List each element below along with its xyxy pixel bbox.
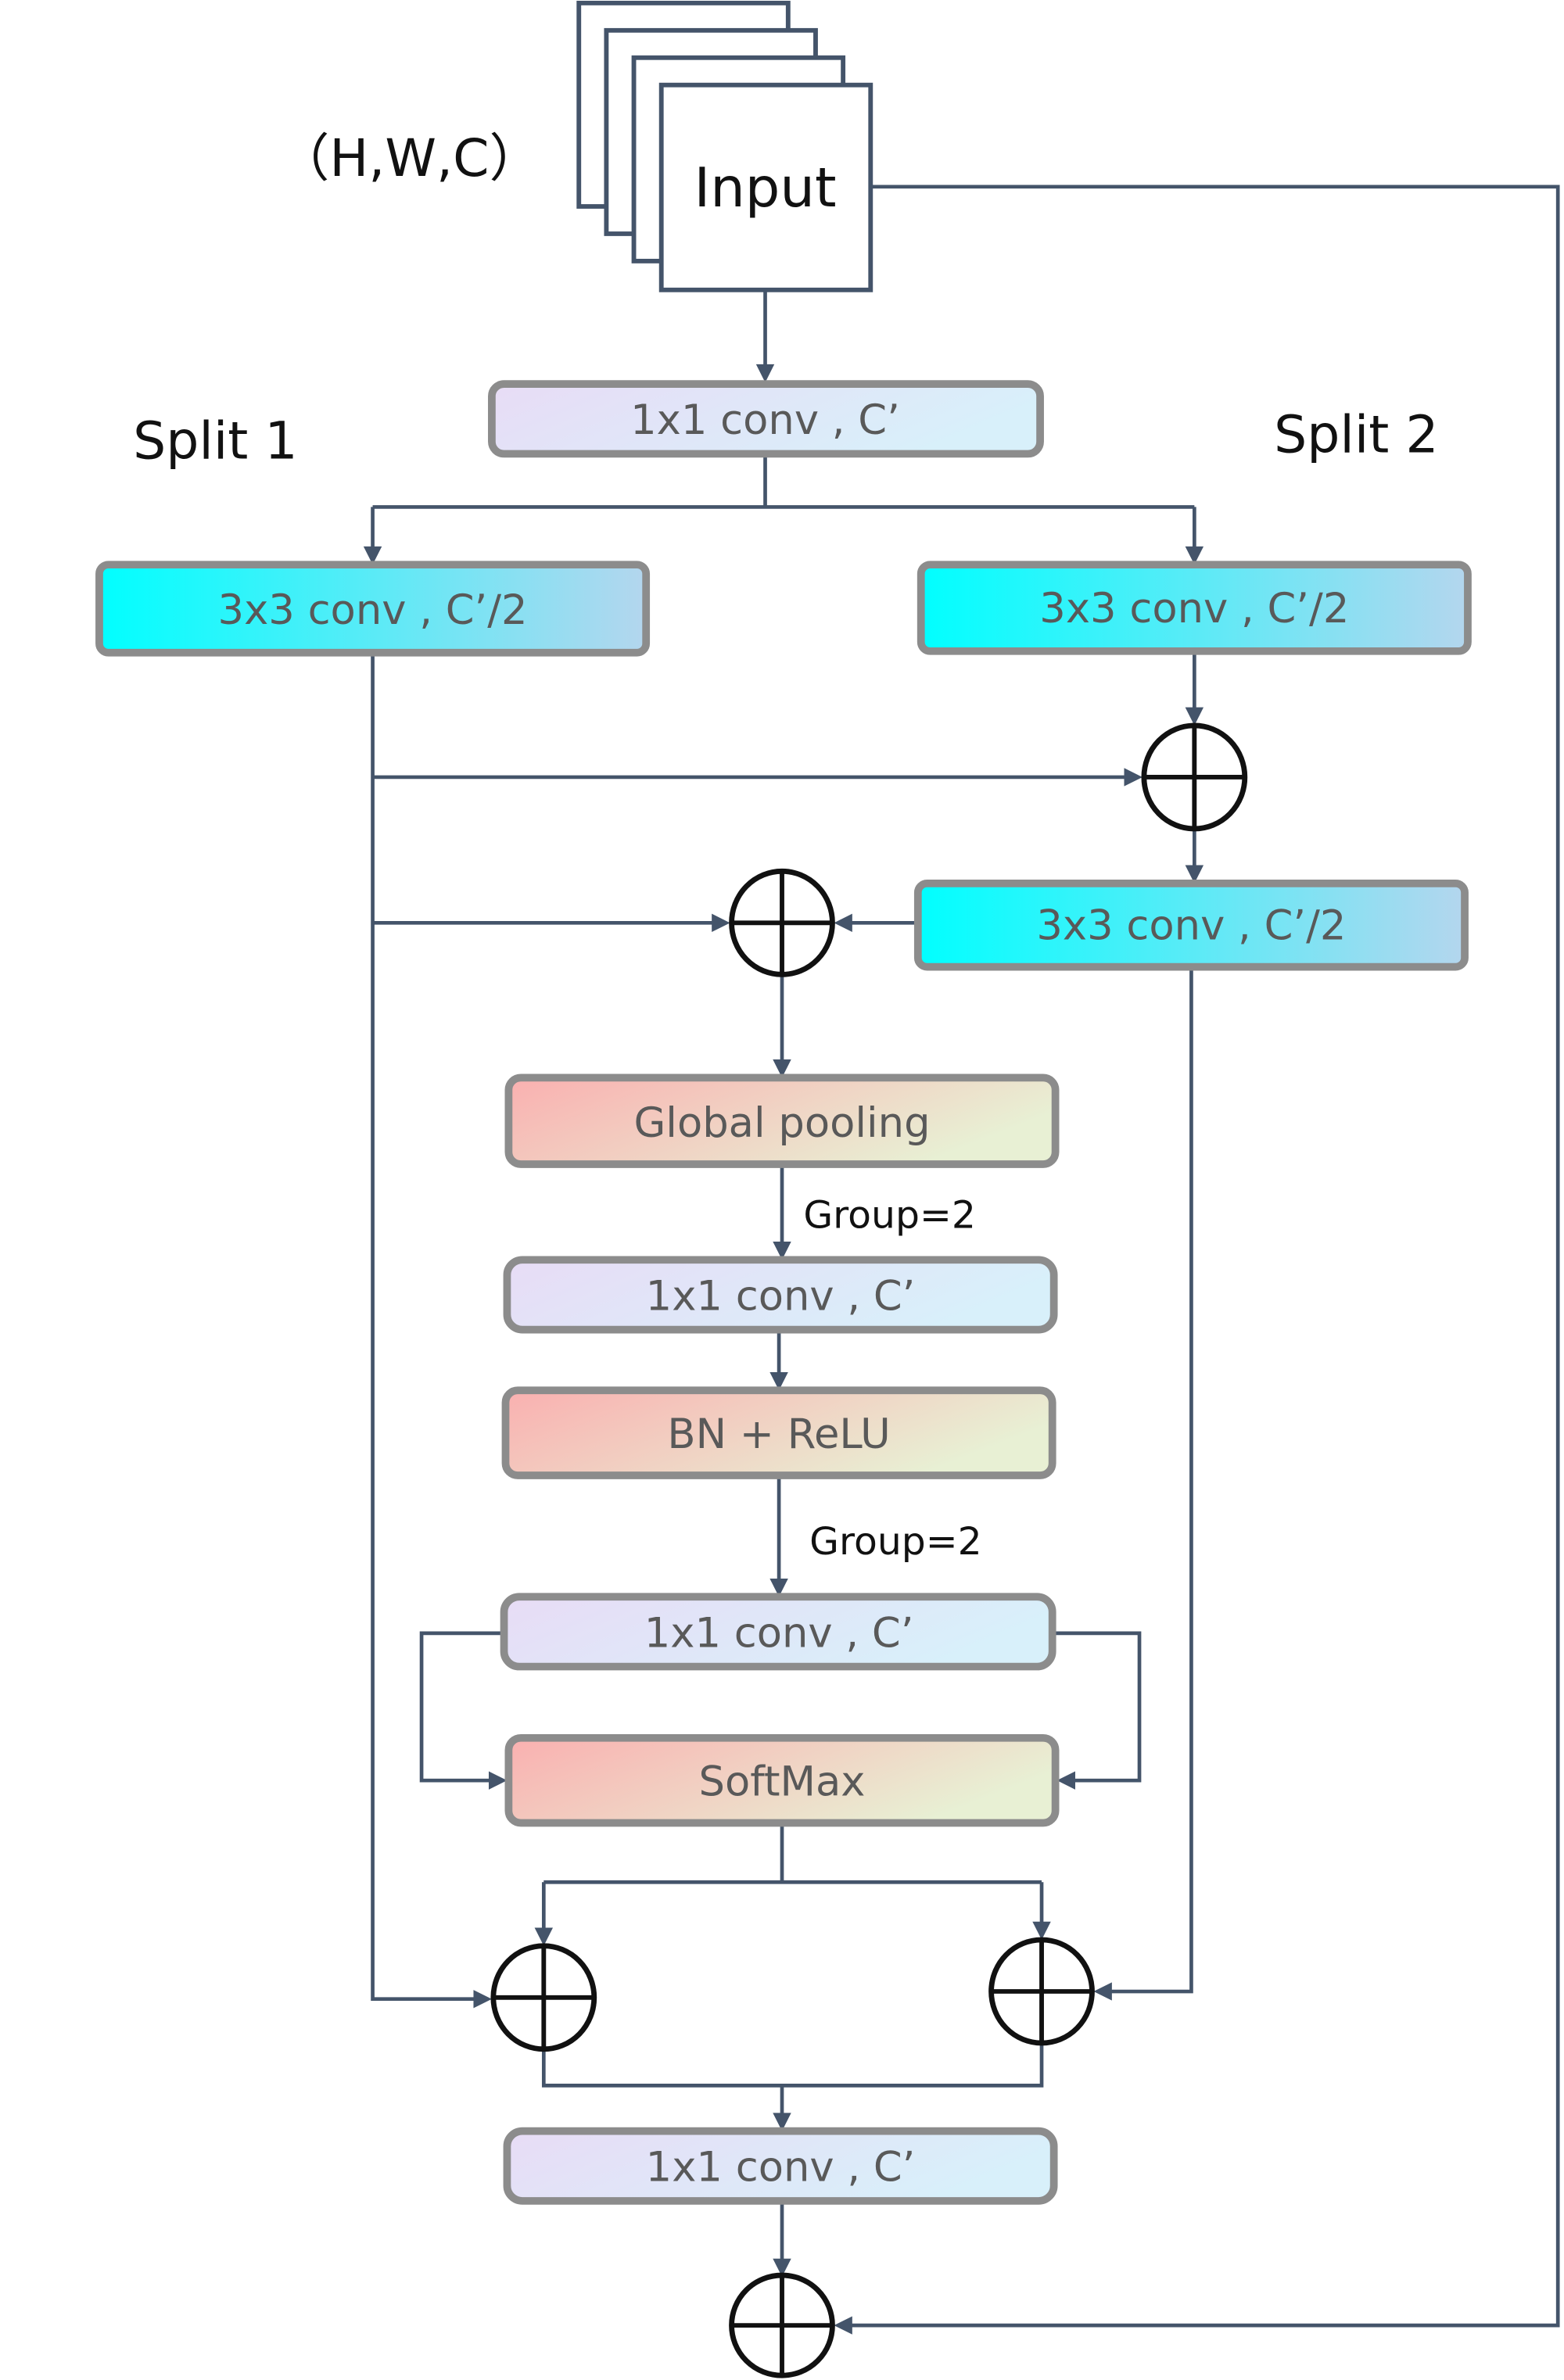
svg-text:3x3 conv , C’/2: 3x3 conv , C’/2 — [218, 586, 528, 634]
arrow-into-add1-left — [1124, 768, 1143, 787]
node-conv1x1-mid: 1x1 conv , C’ — [503, 1256, 1058, 1334]
svg-text:Global pooling: Global pooling — [633, 1099, 930, 1147]
svg-text:1x1 conv , C’: 1x1 conv , C’ — [646, 1273, 916, 1321]
svg-text:3x3 conv , C’/2: 3x3 conv , C’/2 — [1039, 585, 1349, 633]
node-conv1x1-top: 1x1 conv , C’ — [488, 380, 1044, 458]
edge-adds-to-out — [541, 2043, 1044, 2117]
arrow-into-add4-right — [1093, 1982, 1112, 2001]
edge-conv-to-softmax-right — [1052, 1631, 1142, 1783]
sum-operator-icon-final — [729, 2272, 835, 2378]
edge-split2-trunk — [1108, 966, 1193, 1994]
arrow-down-split2 — [1185, 546, 1204, 565]
sum-operator-icon-4 — [988, 1937, 1095, 2046]
arrow-into-add2-left — [712, 913, 730, 932]
node-global-pooling: Global pooling — [504, 1074, 1060, 1168]
sum-operator-icon-2 — [729, 868, 835, 977]
svg-text:1x1 conv , C’: 1x1 conv , C’ — [644, 1609, 914, 1657]
arrow-into-softmax-left — [489, 1771, 508, 1790]
node-conv1x1-out: 1x1 conv , C’ — [503, 2127, 1058, 2205]
arrow-down-conv3x3b — [1185, 865, 1204, 884]
node-conv3x3-split2-a: 3x3 conv , C’/2 — [917, 561, 1472, 655]
edge-conv-to-softmax-left — [419, 1631, 504, 1783]
arrow-into-add-final-right — [834, 2316, 852, 2335]
connectors — [371, 185, 1560, 2328]
edge-input-residual — [848, 185, 1560, 2328]
split-2-label: Split 2 — [1274, 405, 1439, 465]
arrow-down-conv1x1-top — [755, 364, 775, 383]
svg-text:1x1 conv , C’: 1x1 conv , C’ — [646, 2144, 916, 2192]
arrow-into-add2-right — [834, 913, 852, 932]
arrowheads — [363, 364, 1204, 2335]
svg-text:1x1 conv , C’: 1x1 conv , C’ — [630, 396, 900, 444]
arrow-into-add1-top — [1185, 707, 1204, 726]
arrow-into-softmax-right — [1056, 1771, 1075, 1790]
svg-text:BN + ReLU: BN + ReLU — [667, 1410, 890, 1458]
svg-text:SoftMax: SoftMax — [698, 1758, 865, 1806]
input-shape-label: （H,W,C） — [278, 128, 541, 188]
node-conv1x1-attn: 1x1 conv , C’ — [500, 1593, 1056, 1671]
node-softmax: SoftMax — [504, 1733, 1060, 1827]
arrow-down-conv-attn — [769, 1578, 788, 1597]
arrow-into-add3-top — [534, 1927, 554, 1946]
sum-operator-icon-1 — [1141, 722, 1248, 832]
node-conv3x3-split2-b: 3x3 conv , C’/2 — [913, 879, 1469, 971]
edge-label-group-1: Group=2 — [803, 1194, 976, 1238]
edge-softmax-split — [541, 1823, 1044, 1931]
arrow-down-conv-mid — [773, 1242, 791, 1260]
arrow-down-split1 — [363, 546, 382, 565]
arrow-into-add-final-top — [773, 2258, 791, 2277]
svg-text:3x3 conv , C’/2: 3x3 conv , C’/2 — [1036, 902, 1346, 950]
input-label: Input — [694, 156, 836, 220]
arrow-down-conv-out — [773, 2113, 791, 2131]
node-conv3x3-split1: 3x3 conv , C’/2 — [95, 561, 651, 657]
arrow-into-add3-left — [473, 1990, 492, 2009]
node-bn-relu: BN + ReLU — [501, 1386, 1056, 1479]
edge-split1-trunk — [371, 652, 477, 2002]
edge-label-group-2: Group=2 — [809, 1520, 982, 1564]
sum-operator-icon-3 — [490, 1943, 597, 2052]
edge-split — [371, 453, 1196, 550]
arrow-down-pool — [773, 1059, 791, 1078]
input-tensor-stack: Input — [576, 0, 873, 292]
arrow-into-add4-top — [1032, 1921, 1051, 1941]
split-1-label: Split 1 — [133, 410, 298, 471]
arrow-down-bn — [769, 1371, 788, 1391]
